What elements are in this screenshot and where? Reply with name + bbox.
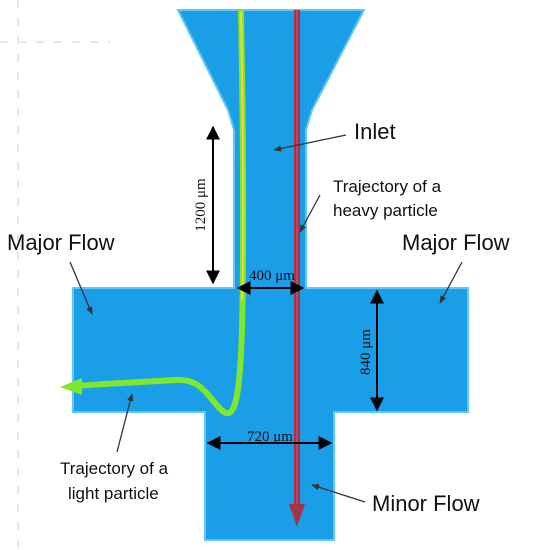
channel-fluid: [72, 9, 469, 541]
inlet-label: Inlet: [354, 119, 396, 144]
dimension-arrows: [206, 125, 384, 450]
heavy-trajectory-label-line2: heavy particle: [333, 201, 438, 220]
light-leader: [116, 393, 134, 453]
light-trajectory-label-line1: Trajectory of a: [60, 459, 169, 478]
inlet-length-label: 1200 μm: [193, 178, 209, 232]
minor-flow-label: Minor Flow: [372, 491, 480, 516]
light-particle-trajectory: [60, 9, 247, 417]
inlet-leader: [273, 134, 347, 152]
background-guides: [0, 0, 110, 550]
outlet-width-label: 720 μm: [247, 429, 293, 445]
heavy-trajectory-label-line1: Trajectory of a: [333, 177, 442, 196]
major-flow-left-leader: [69, 261, 93, 315]
minor-flow-leader: [311, 484, 366, 503]
major-flow-left-label: Major Flow: [7, 230, 115, 255]
major-flow-right-leader: [439, 261, 463, 304]
inlet-width-label: 400 μm: [249, 268, 295, 284]
light-trajectory-label-line2: light particle: [68, 484, 159, 503]
leader-lines: [69, 134, 463, 503]
branch-height-label: 840 μm: [358, 329, 374, 375]
major-flow-right-label: Major Flow: [402, 230, 510, 255]
heavy-particle-trajectory: [289, 10, 305, 527]
heavy-leader: [299, 194, 321, 233]
